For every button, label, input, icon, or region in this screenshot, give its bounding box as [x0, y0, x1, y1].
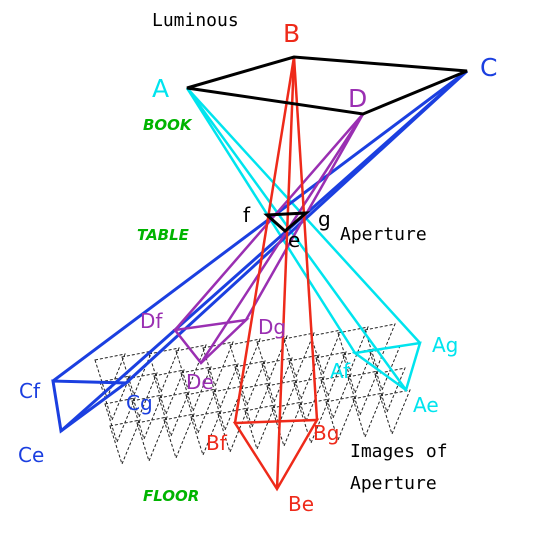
images-aperture-label: Aperture [350, 473, 437, 494]
aperture-image-outline [126, 372, 158, 419]
aperture-image-outline [315, 351, 347, 398]
image-d-triangle [172, 318, 250, 365]
aperture-images-grid [94, 323, 411, 466]
aperture-image-outline [104, 397, 136, 444]
luminous-label: Luminous [152, 10, 239, 31]
aperture-image-outline [364, 323, 396, 370]
aperture-image-outline [244, 404, 276, 451]
aperture-image-outline [283, 332, 315, 379]
image-a-triangle [351, 341, 422, 393]
aperture-image-outline [293, 376, 325, 423]
image-cf-label: Cf [19, 379, 41, 403]
aperture-image-outline [379, 389, 411, 436]
aperture-image-outline [190, 410, 222, 457]
image-df-label: Df [140, 309, 163, 333]
aperture-image-outline [148, 347, 180, 394]
aperture-image-outline [298, 398, 330, 445]
ray-a-e [185, 87, 408, 391]
aperture-image-outline [239, 382, 271, 429]
aperture-image-outline [352, 392, 384, 439]
aperture-image-outline [310, 329, 342, 376]
aperture-image-outline [374, 367, 406, 414]
table-label: TABLE [137, 226, 190, 244]
ray-c-g [124, 69, 469, 385]
aperture-image-outline [131, 394, 163, 441]
image-c-triangle [51, 379, 131, 434]
image-ce-label: Ce [18, 443, 44, 467]
aperture-image-outline [271, 401, 303, 448]
aperture-image-outline [212, 385, 244, 432]
ray-b-e [275, 56, 296, 490]
image-ag-label: Ag [432, 333, 458, 357]
point-d-label: D [348, 84, 367, 113]
aperture-image-outline [217, 407, 249, 454]
aperture-image-outline [121, 350, 153, 397]
aperture-image-outline [256, 335, 288, 382]
image-dg-label: Dg [258, 315, 286, 339]
image-b-triangle [232, 418, 320, 492]
rays-from-c [51, 69, 469, 434]
image-bg-label: Bg [313, 421, 339, 445]
aperture-image-outline [202, 341, 234, 388]
image-be-label: Be [288, 492, 314, 516]
ray-b-g [292, 56, 319, 421]
aperture-image-outline [180, 366, 212, 413]
point-a-label: A [152, 74, 169, 103]
book-label: BOOK [143, 116, 193, 134]
images-of-label: Images of [350, 441, 448, 462]
ray-d-f [174, 113, 364, 331]
aperture-image-outline [347, 370, 379, 417]
ray-b-f [233, 56, 296, 424]
point-e-label: e [288, 228, 300, 252]
aperture-image-outline [99, 375, 131, 422]
aperture-image-outline [185, 388, 217, 435]
floor-label: FLOOR [143, 487, 199, 505]
aperture-triangle [263, 211, 311, 233]
aperture-image-outline [229, 338, 261, 385]
point-c-label: C [480, 53, 497, 82]
aperture-image-outline [175, 344, 207, 391]
aperture-image-outline [207, 363, 239, 410]
image-de-label: De [186, 370, 214, 394]
aperture-image-outline [288, 354, 320, 401]
luminous-source-shape [186, 55, 468, 116]
aperture-image-outline [163, 413, 195, 460]
image-ae-label: Ae [413, 393, 439, 417]
aperture-image-outline [320, 373, 352, 420]
image-bf-label: Bf [206, 431, 228, 455]
point-f-label: f [243, 203, 251, 227]
aperture-image-outline [109, 419, 141, 466]
rays-from-b [232, 56, 320, 492]
point-b-label: B [283, 19, 300, 48]
aperture-image-outline [337, 326, 369, 373]
image-af-label: Af [330, 359, 351, 383]
aperture-image-outline [325, 395, 357, 442]
aperture-image-outline [158, 391, 190, 438]
image-cg-label: Cg [126, 391, 153, 415]
aperture-image-outline [153, 369, 185, 416]
aperture-image-outline [261, 357, 293, 404]
aperture-image-outline [234, 360, 266, 407]
ray-c-f [52, 69, 468, 383]
aperture-image-outline [94, 353, 126, 400]
aperture-label: Aperture [340, 224, 427, 245]
point-g-label: g [318, 207, 331, 231]
aperture-image-outline [136, 416, 168, 463]
